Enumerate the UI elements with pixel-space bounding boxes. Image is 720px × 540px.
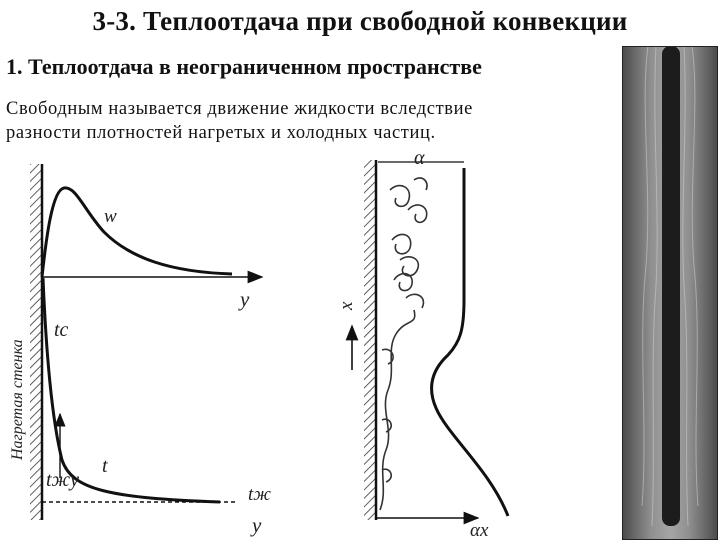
wall-label: Нагретая стенка bbox=[9, 339, 26, 461]
velocity-curve bbox=[40, 186, 233, 278]
heat-transfer-coefficient-figure: αx α x bbox=[336, 150, 510, 540]
description-text: Свободным называется движение жидкости в… bbox=[6, 97, 606, 145]
temperature-curve bbox=[41, 277, 221, 504]
fluid-temperature-label: tжу bbox=[46, 469, 79, 491]
slide-title: 3-3. Теплоотдача при свободной конвекции bbox=[92, 6, 628, 36]
alpha-label: α bbox=[414, 150, 425, 169]
description-line: разности плотностей нагретых и холодных … bbox=[6, 123, 436, 143]
wall-temperature-label: tс bbox=[54, 319, 69, 341]
alpha-curve bbox=[430, 168, 510, 517]
velocity-label: w bbox=[104, 206, 117, 227]
convection-flow-marks bbox=[379, 177, 428, 511]
bottom-axis-y-label: y bbox=[250, 513, 262, 537]
convection-photo bbox=[622, 46, 718, 540]
wall bbox=[364, 160, 375, 520]
velocity-temperature-profile-figure: Нагретая стенка w y tс t tжу tж y bbox=[9, 164, 271, 537]
alpha-x-axis-label: αx bbox=[470, 520, 489, 540]
heated-rod bbox=[662, 46, 680, 526]
heated-wall bbox=[30, 164, 41, 520]
temperature-label: t bbox=[102, 455, 108, 477]
description-line: Свободным называется движение жидкости в… bbox=[6, 99, 473, 119]
slide-subtitle: 1. Теплоотдача в неограниченном простран… bbox=[6, 54, 482, 79]
fluid-far-temperature-label: tж bbox=[248, 484, 271, 505]
top-axis-y-label: y bbox=[238, 287, 250, 311]
x-label: x bbox=[336, 301, 357, 311]
